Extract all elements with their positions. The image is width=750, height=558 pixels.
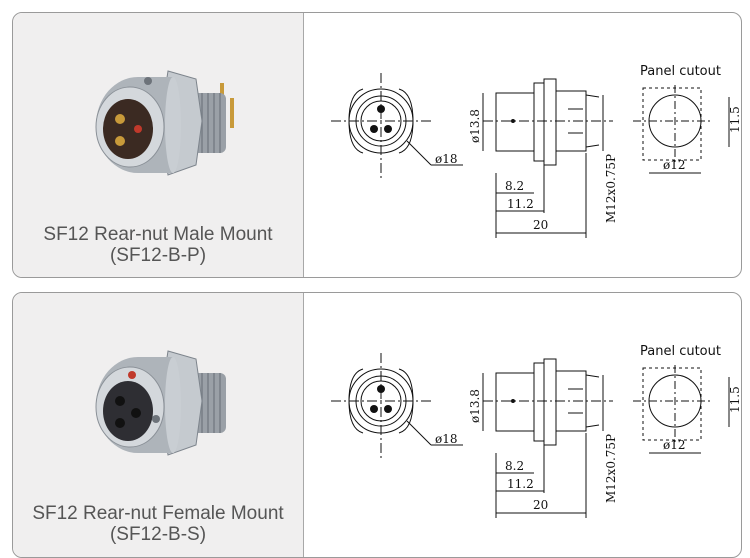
dim-length-total: 20 (533, 498, 548, 512)
product-card-female: SF12 Rear-nut Female Mount (SF12-B-S) ø1… (12, 292, 742, 558)
dim-flange-diameter: ø18 (435, 432, 458, 446)
dim-length-a: 8.2 (505, 459, 524, 473)
technical-drawing: ø18 ø13.8 8.2 11.2 20 M12x0.75P Panel (331, 64, 741, 238)
male-connector-photo (95, 70, 234, 176)
product-card-male: SF12 Rear-nut Male Mount (SF12-B-P) ø18 (12, 12, 742, 278)
dim-body-diameter: ø13.8 (468, 109, 482, 143)
panel-cutout-label: Panel cutout (640, 344, 721, 359)
female-connector-photo (95, 350, 226, 456)
product-photo-panel: SF12 Rear-nut Female Mount (SF12-B-S) (13, 293, 304, 557)
cutout-diameter: ø12 (663, 438, 686, 452)
panel-cutout-label: Panel cutout (640, 64, 721, 79)
product-code: (SF12-B-S) (109, 524, 207, 545)
product-caption: SF12 Rear-nut Male Mount (SF12-B-P) (13, 224, 303, 266)
product-code: (SF12-B-P) (109, 245, 207, 266)
dim-length-total: 20 (533, 218, 548, 232)
cutout-diameter: ø12 (663, 158, 686, 172)
product-caption: SF12 Rear-nut Female Mount (SF12-B-S) (13, 503, 303, 545)
dim-length-b: 11.2 (507, 477, 534, 491)
dim-thread: M12x0.75P (604, 154, 618, 223)
dim-length-b: 11.2 (507, 197, 534, 211)
dim-body-diameter: ø13.8 (468, 389, 482, 423)
cutout-flat: 11.5 (728, 106, 741, 133)
cutout-flat: 11.5 (728, 386, 741, 413)
technical-drawing: ø18 ø13.8 8.2 11.2 20 M12x0.75P Panel cu… (331, 344, 741, 518)
dim-length-a: 8.2 (505, 179, 524, 193)
product-photo-panel: SF12 Rear-nut Male Mount (SF12-B-P) (13, 13, 304, 277)
product-name: SF12 Rear-nut Male Mount (43, 224, 273, 245)
dim-flange-diameter: ø18 (435, 152, 458, 166)
dim-thread: M12x0.75P (604, 434, 618, 503)
product-name: SF12 Rear-nut Female Mount (32, 503, 284, 524)
